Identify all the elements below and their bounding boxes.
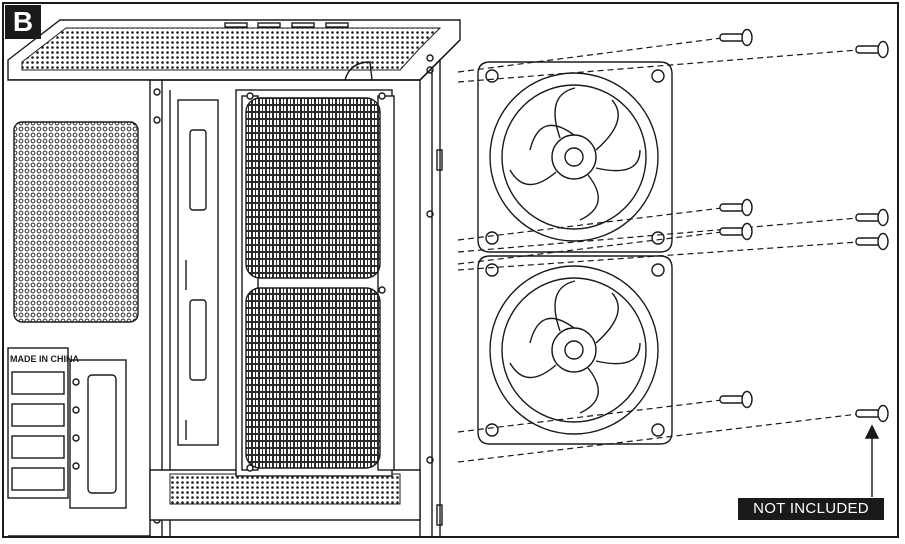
fan-screw: [719, 390, 753, 409]
step-badge: B: [5, 5, 41, 39]
fan-screw: [855, 208, 889, 227]
diagram-frame: [2, 2, 899, 538]
arrow-up-icon: [864, 424, 880, 497]
fan-screw: [719, 198, 753, 217]
fan-screw: [855, 232, 889, 251]
fan-screw: [719, 28, 753, 47]
radiator: [235, 89, 395, 477]
alignment-lines: [457, 37, 859, 463]
case-fan: [477, 61, 673, 253]
pc-case: [7, 19, 461, 537]
case-label: MADE IN CHINA: [10, 354, 79, 364]
fan-screw: [855, 404, 889, 423]
fan-screw: [855, 40, 889, 59]
fan-screw: [719, 222, 753, 241]
not-included-label: NOT INCLUDED: [738, 498, 884, 520]
case-fan: [477, 255, 673, 445]
